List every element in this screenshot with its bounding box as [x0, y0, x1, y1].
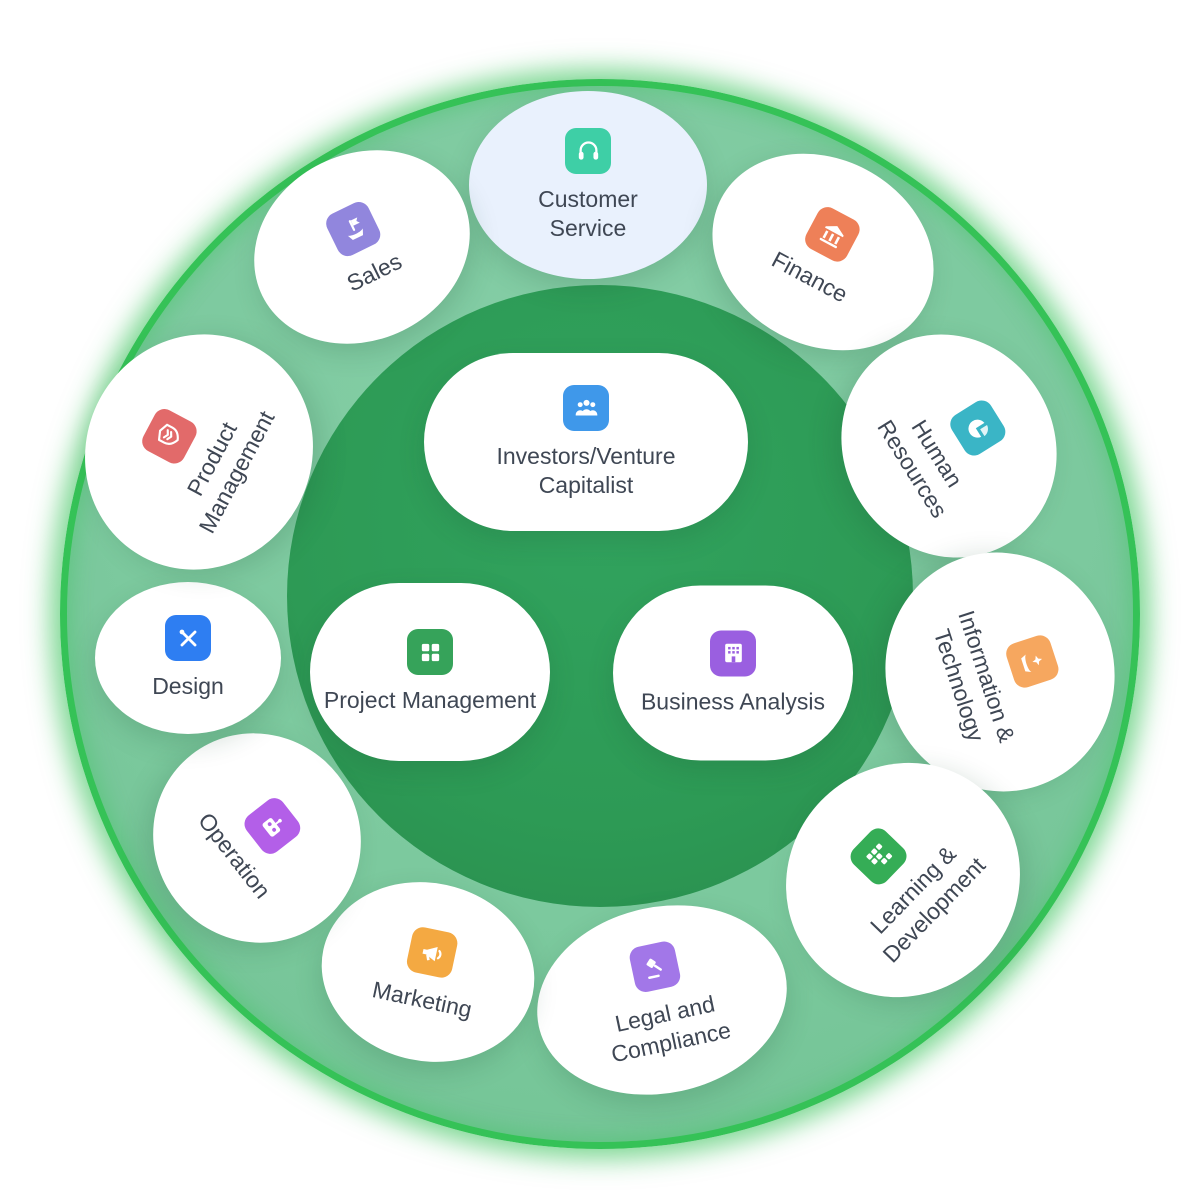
node-label: Product Management [181, 406, 280, 538]
megaphone-icon [404, 925, 460, 981]
node-label: Customer Service [538, 186, 638, 241]
grid-icon [407, 629, 453, 676]
node-project-management[interactable]: Project Management [310, 583, 550, 761]
node-label: Marketing [369, 976, 475, 1024]
node-investors-venture-capitalist[interactable]: Investors/Venture Capitalist [424, 353, 748, 531]
hand-holding-icon [1002, 632, 1061, 691]
headset-icon [565, 128, 611, 175]
node-human-resources[interactable]: Human Resources [799, 293, 1099, 599]
node-sales[interactable]: Sales [221, 114, 503, 380]
node-design[interactable]: Design [95, 582, 281, 734]
building-chart-icon [710, 630, 756, 677]
tools-icon [165, 615, 211, 662]
robot-icon [240, 793, 305, 859]
node-legal-compliance[interactable]: Legal and Compliance [519, 882, 805, 1118]
node-business-analysis[interactable]: Business Analysis [613, 585, 853, 761]
shield-layers-icon [138, 405, 201, 468]
node-label: Legal and Compliance [608, 990, 733, 1067]
node-label: Business Analysis [640, 688, 826, 715]
node-label: Design [152, 673, 224, 700]
node-information-technology[interactable]: Information & Technology [854, 522, 1146, 822]
node-marketing[interactable]: Marketing [304, 862, 552, 1082]
gavel-icon [627, 939, 683, 995]
node-product-management[interactable]: Product Management [43, 294, 355, 610]
flag-hand-icon [322, 198, 385, 261]
node-finance[interactable]: Finance [677, 115, 969, 389]
node-label: Investors/Venture Capitalist [496, 443, 676, 498]
node-label: Project Management [323, 687, 537, 714]
pie-chart-icon [945, 396, 1010, 460]
bank-icon [801, 203, 864, 266]
node-operation[interactable]: Operation [110, 691, 404, 985]
node-customer-service[interactable]: Customer Service [469, 91, 707, 279]
abacus-grid-icon [846, 824, 912, 890]
node-label: Information & Technology [929, 607, 1020, 746]
people-group-icon [563, 385, 609, 432]
node-learning-development[interactable]: Learning & Development [737, 714, 1069, 1046]
